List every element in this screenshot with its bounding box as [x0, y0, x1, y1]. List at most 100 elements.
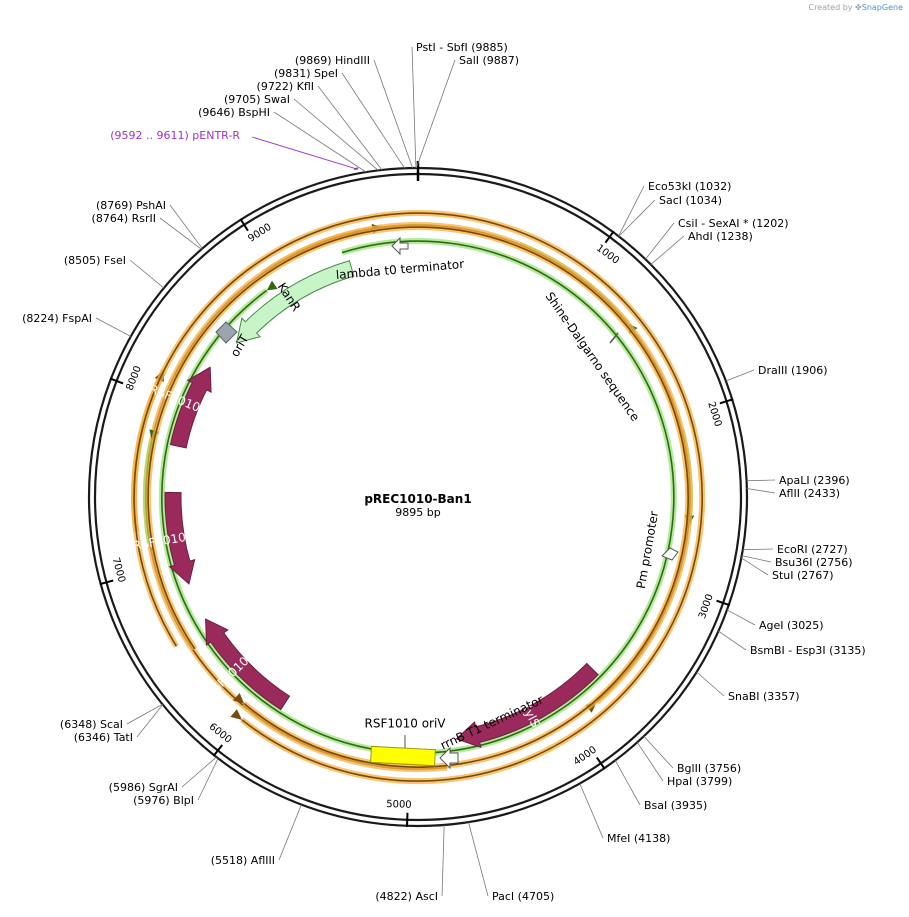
- tick-label: 4000: [572, 744, 599, 767]
- enzyme-label: (8769) PshAI: [96, 199, 166, 212]
- tick-mark: [239, 218, 249, 232]
- tick-mark: [212, 744, 223, 757]
- label-oriV: RSF1010 oriV: [364, 717, 446, 731]
- enzyme-leader: [614, 760, 641, 806]
- enzyme-label: (8764) RsrII: [92, 212, 156, 225]
- enzyme-label: CsiI - SexAI * (1202): [678, 217, 789, 230]
- enzyme-leader: [650, 235, 685, 265]
- enzyme-label: HpaI (3799): [667, 775, 732, 788]
- enzyme-label: AhdI (1238): [688, 230, 753, 243]
- enzyme-leader: [618, 185, 645, 237]
- enzyme-label: AgeI (3025): [759, 619, 824, 632]
- label-lambda-t0-terminator: lambda t0 terminator: [335, 257, 465, 282]
- enzyme-leader: [95, 317, 132, 337]
- promoter-arrow-icon: [661, 547, 679, 561]
- tick-mark: [604, 230, 615, 244]
- enzyme-label: BglII (3756): [677, 762, 741, 775]
- enzyme-leader: [741, 555, 772, 563]
- enzyme-leader: [579, 783, 604, 839]
- enzyme-leader: [415, 59, 456, 169]
- enzyme-leader: [643, 735, 674, 769]
- enzyme-leader: [468, 822, 489, 897]
- enzyme-leader: [278, 804, 302, 861]
- enzyme-leader: [136, 704, 164, 738]
- enzyme-label: (9722) KflI: [257, 80, 314, 93]
- orf-arrowhead: [232, 693, 245, 704]
- oriT-shape: [215, 321, 238, 344]
- enzyme-label: BsaI (3935): [644, 799, 707, 812]
- terminator-arrow-icon: [439, 746, 459, 770]
- tick-label: 9000: [246, 222, 273, 245]
- enzyme-label: (6346) TatI: [74, 731, 133, 744]
- restriction-sites: (9869) HindIII(9831) SpeI(9722) KflI(970…: [22, 41, 866, 903]
- orf-arrowhead: [266, 280, 278, 291]
- plasmid-name: pREC1010-Ban1: [364, 492, 471, 506]
- enzyme-label: SacI (1034): [659, 194, 722, 207]
- enzyme-label: Eco53kI (1032): [648, 180, 731, 193]
- enzyme-leader: [169, 204, 203, 249]
- primer-label: (9592 .. 9611) pENTR-R: [110, 129, 240, 142]
- feature-rsf1010-repb: [205, 618, 291, 711]
- feature-xyls: [455, 662, 599, 748]
- enzyme-label: PstI - SbfI (9885): [416, 41, 508, 54]
- enzyme-label: BsmBI - Esp3I (3135): [750, 644, 866, 657]
- tick-label: 2000: [705, 401, 723, 429]
- enzyme-leader: [746, 488, 776, 494]
- enzyme-leader: [181, 756, 217, 788]
- enzyme-leader: [441, 824, 445, 897]
- enzyme-leader: [618, 199, 656, 237]
- rbs-mark: [609, 332, 619, 344]
- tick-mark: [719, 398, 734, 405]
- enzyme-leader: [645, 222, 675, 260]
- orf-layer: [131, 210, 706, 785]
- enzyme-label: (5976) BlpI: [133, 794, 194, 807]
- enzyme-label: (8224) FspAI: [22, 312, 92, 325]
- enzyme-label: (9831) SpeI: [274, 67, 338, 80]
- enzyme-label: (6348) ScaI: [60, 718, 123, 731]
- orf-arrowhead: [230, 709, 243, 720]
- feature-rsf1010-repa: [164, 491, 196, 585]
- enzyme-label: SnaBI (3357): [728, 690, 800, 703]
- enzyme-leader: [696, 671, 725, 697]
- enzyme-leader: [317, 85, 383, 171]
- feature-kanr: [235, 260, 355, 344]
- backbone: [87, 161, 749, 828]
- enzyme-label: (9705) SwaI: [224, 93, 290, 106]
- credit: Created by ✤SnapGene: [808, 3, 903, 12]
- tick-mark: [99, 579, 114, 586]
- enzyme-leader: [746, 479, 776, 482]
- enzyme-label: Bsu36I (2756): [775, 556, 853, 569]
- enzyme-label: ApaLI (2396): [779, 474, 850, 487]
- enzyme-label: MfeI (4138): [607, 832, 670, 845]
- enzyme-label: (5518) AflIII: [211, 854, 275, 867]
- enzyme-leader: [159, 217, 202, 250]
- tick-label: 7000: [110, 556, 127, 583]
- enzyme-label: (9869) HindIII: [295, 54, 370, 67]
- enzyme-label: DraIII (1906): [758, 364, 828, 377]
- tick-mark: [716, 599, 731, 607]
- tick-mark: [109, 377, 124, 385]
- enzyme-label: AflII (2433): [779, 487, 840, 500]
- snapgene-logo-icon: ✤: [855, 3, 862, 12]
- tick-label: 5000: [386, 799, 412, 811]
- enzyme-leader: [129, 259, 165, 289]
- enzyme-leader: [411, 46, 417, 169]
- credit-brand: SnapGene: [861, 3, 903, 12]
- terminator-arrow-icon: [391, 236, 409, 256]
- enzyme-leader: [636, 742, 664, 782]
- oriV-shape: [370, 745, 436, 767]
- credit-prefix: Created by: [808, 3, 853, 12]
- enzyme-label: SalI (9887): [459, 54, 519, 67]
- enzyme-leader: [197, 758, 219, 801]
- primer-leader: [251, 136, 357, 170]
- enzyme-label: (4822) AscI: [375, 890, 438, 903]
- orf-arc-core: [133, 212, 703, 782]
- enzyme-leader: [126, 703, 163, 725]
- enzyme-leader: [742, 548, 774, 551]
- tick-mark: [596, 756, 606, 770]
- enzyme-label: (5986) SgrAI: [109, 781, 178, 794]
- feature-rsf1010-repc: [169, 366, 212, 449]
- tick-label: 3000: [697, 593, 716, 621]
- enzyme-label: StuI (2767): [772, 569, 834, 582]
